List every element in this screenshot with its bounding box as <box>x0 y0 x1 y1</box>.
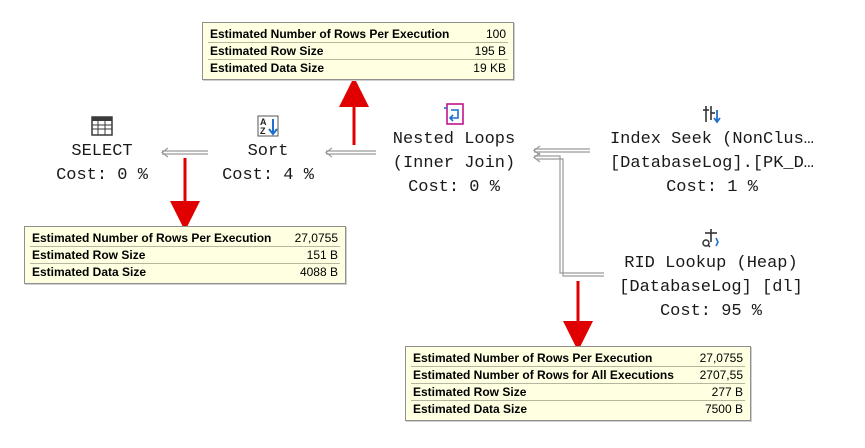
connector-seek-nested <box>533 145 590 156</box>
tooltip-value: 277 B <box>694 383 745 401</box>
tooltip-select: Estimated Number of Rows Per Execution 2… <box>24 226 346 284</box>
tooltip-label: Estimated Data Size <box>210 61 325 75</box>
svg-text:Z: Z <box>260 126 266 136</box>
tooltip-row: Estimated Number of Rows for All Executi… <box>411 366 745 384</box>
tooltip-row: Estimated Row Size 151 B <box>30 246 340 264</box>
tooltip-value: 195 B <box>468 42 508 60</box>
operator-cost: Cost: 0 % <box>408 178 500 197</box>
operator-name: Index Seek (NonClus… <box>609 130 815 149</box>
tooltip-label: Estimated Data Size <box>413 402 528 416</box>
tooltip-row: Estimated Row Size 277 B <box>411 383 745 401</box>
tooltip-value: 2707,55 <box>694 366 745 384</box>
tooltip-label: Estimated Row Size <box>208 42 469 60</box>
tooltip-rid-lookup: Estimated Number of Rows Per Execution 2… <box>405 346 751 421</box>
operator-cost: Cost: 1 % <box>666 178 758 197</box>
tooltip-label: Estimated Number of Rows Per Execution <box>208 26 469 43</box>
operator-name: SELECT <box>71 142 133 161</box>
tooltip-value: 100 <box>468 26 508 43</box>
tooltip-label: Estimated Row Size <box>30 246 290 264</box>
connector-nested-sort <box>325 147 376 158</box>
sort-icon: A Z <box>257 115 279 137</box>
operator-cost: Cost: 95 % <box>659 302 763 321</box>
index-seek-icon <box>703 106 721 124</box>
tooltip-value: 27,0755 <box>694 350 745 367</box>
connector-sort-select <box>161 147 208 158</box>
tooltip-label: Estimated Number of Rows for All Executi… <box>411 366 695 384</box>
tooltip-value: 4088 B <box>299 265 338 279</box>
tooltip-label: Estimated Number of Rows Per Execution <box>30 230 290 247</box>
tooltip-row: Estimated Row Size 195 B <box>208 42 508 60</box>
operator-rid-lookup[interactable]: RID Lookup (Heap) [DatabaseLog] [dl] Cos… <box>598 226 824 324</box>
operator-name: RID Lookup (Heap) <box>624 254 798 273</box>
tooltip-nested-loops: Estimated Number of Rows Per Execution 1… <box>202 22 514 80</box>
operator-subtitle: (Inner Join) <box>392 154 516 173</box>
tooltip-value: 7500 B <box>704 402 743 416</box>
operator-cost: Cost: 0 % <box>56 166 148 185</box>
operator-index-seek[interactable]: Index Seek (NonClus… [DatabaseLog].[PK_D… <box>592 102 832 200</box>
tooltip-value: 27,0755 <box>289 230 340 247</box>
tooltip-label: Estimated Row Size <box>411 383 695 401</box>
tooltip-row: Estimated Data Size 7500 B <box>411 401 745 418</box>
connector-rid-nested <box>533 152 604 277</box>
rid-lookup-icon <box>702 229 719 248</box>
tooltip-row: Estimated Data Size 19 KB <box>208 60 508 77</box>
svg-text:A: A <box>260 117 267 127</box>
operator-select[interactable]: SELECT Cost: 0 % <box>40 114 164 188</box>
operator-name: Nested Loops <box>392 130 516 149</box>
tooltip-row: Estimated Data Size 4088 B <box>30 264 340 281</box>
tooltip-row: Estimated Number of Rows Per Execution 2… <box>411 350 745 367</box>
table-icon <box>91 116 113 136</box>
tooltip-label: Estimated Data Size <box>32 265 147 279</box>
tooltip-row: Estimated Number of Rows Per Execution 2… <box>30 230 340 247</box>
operator-object: [DatabaseLog].[PK_D… <box>609 154 815 173</box>
operator-name: Sort <box>247 142 289 161</box>
tooltip-row: Estimated Number of Rows Per Execution 1… <box>208 26 508 43</box>
tooltip-label: Estimated Number of Rows Per Execution <box>411 350 695 367</box>
operator-nested-loops[interactable]: Nested Loops (Inner Join) Cost: 0 % <box>378 102 530 200</box>
operator-cost: Cost: 4 % <box>222 166 314 185</box>
tooltip-value: 19 KB <box>473 61 506 75</box>
operator-object: [DatabaseLog] [dl] <box>619 278 803 297</box>
operator-sort[interactable]: A Z Sort Cost: 4 % <box>208 114 328 188</box>
nested-loops-icon <box>444 103 464 125</box>
tooltip-value: 151 B <box>289 246 340 264</box>
